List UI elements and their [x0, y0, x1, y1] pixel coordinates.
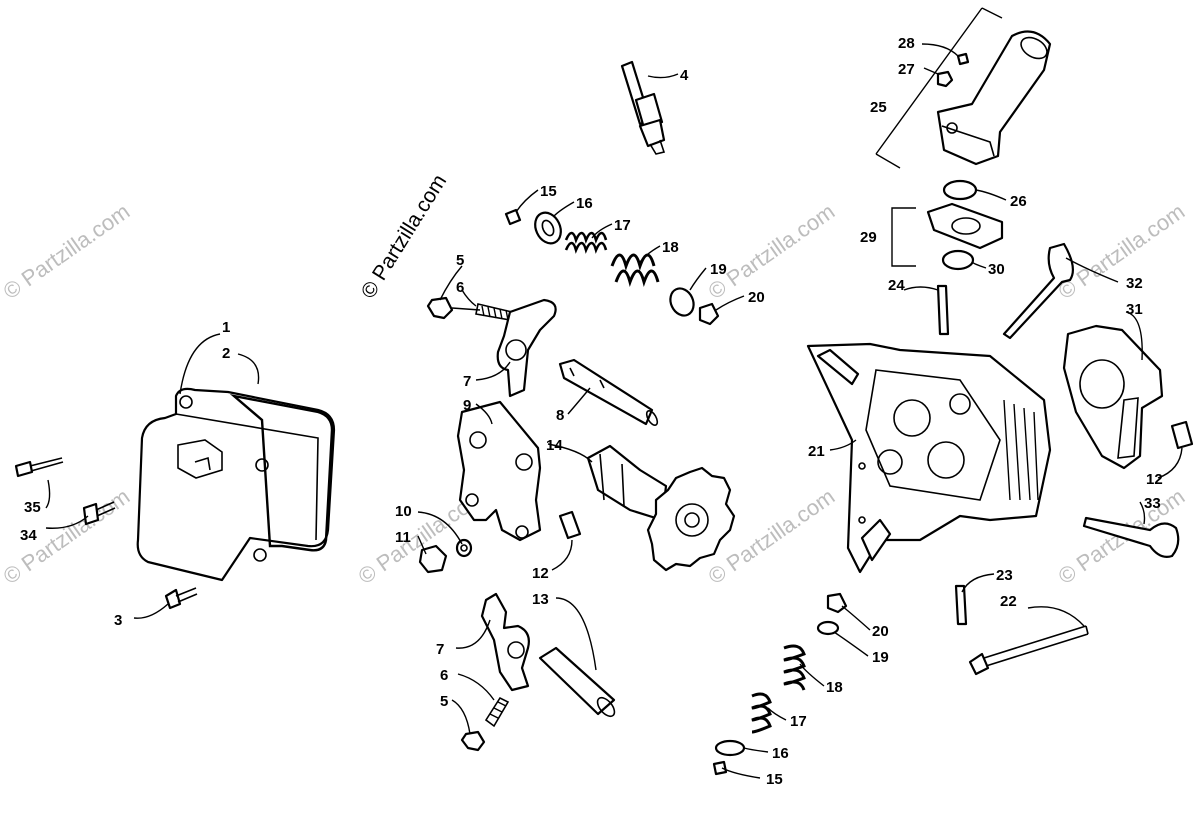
spring-17-lower [751, 692, 772, 734]
cylinder-head-cover [136, 387, 336, 582]
callout-32: 32 [1126, 275, 1143, 292]
callout-16-upper: 16 [576, 195, 593, 212]
callout-26: 26 [1010, 193, 1027, 210]
stud-23 [954, 584, 968, 626]
callout-5-upper: 5 [456, 252, 464, 269]
nut-27 [936, 70, 954, 88]
callout-30: 30 [988, 261, 1005, 278]
adjuster-screw-6-upper [451, 303, 513, 321]
callout-1: 1 [222, 319, 230, 336]
callout-29: 29 [860, 229, 877, 246]
spring-18-upper [610, 253, 660, 287]
bolt-28 [956, 52, 970, 66]
callout-20-upper: 20 [748, 289, 765, 306]
callout-2: 2 [222, 345, 230, 362]
valve-33 [1082, 516, 1180, 558]
watermark-faint: © Partzilla.com [0, 199, 134, 305]
insulator-29 [926, 202, 1004, 250]
bolt-35 [14, 457, 64, 478]
nut-11 [418, 544, 448, 574]
camshaft [586, 444, 736, 572]
keeper-15-lower [712, 760, 728, 776]
spring-18-lower [783, 644, 806, 691]
adjuster-screw-6-lower [484, 696, 510, 728]
callout-35: 35 [24, 499, 41, 516]
callout-7-lower: 7 [436, 641, 444, 658]
retainer-16-lower [714, 739, 746, 757]
callout-24: 24 [888, 277, 905, 294]
callout-19-upper: 19 [710, 261, 727, 278]
rocker-holder [456, 400, 542, 542]
callout-6-upper: 6 [456, 279, 464, 296]
long-bolt-22 [968, 625, 1089, 676]
valve-32 [1002, 242, 1075, 340]
callout-17-upper: 17 [614, 217, 631, 234]
callout-27: 27 [898, 61, 915, 78]
spark-plug [620, 60, 666, 155]
callout-33: 33 [1144, 495, 1161, 512]
callout-18-upper: 18 [662, 239, 679, 256]
watermark-main: © Partzilla.com [357, 170, 451, 302]
cylinder-head [806, 342, 1052, 574]
callout-19-lower: 19 [872, 649, 889, 666]
callout-8: 8 [556, 407, 564, 424]
bracket-25 [875, 7, 1003, 169]
intake-pipe [936, 30, 1052, 166]
callout-14: 14 [546, 437, 563, 454]
leader-lines [45, 43, 1183, 779]
callout-23: 23 [996, 567, 1013, 584]
callout-11: 11 [395, 529, 411, 546]
callout-6-lower: 6 [440, 667, 448, 684]
retainer-16-upper [534, 211, 562, 245]
spring-17-upper [564, 231, 608, 254]
callout-16-lower: 16 [772, 745, 789, 762]
stud-24 [936, 284, 950, 336]
rocker-shaft-8-upper [558, 358, 659, 427]
bolt-3 [164, 587, 198, 610]
callout-3: 3 [114, 612, 122, 629]
callout-15-upper: 15 [540, 183, 557, 200]
seal-20-lower [826, 592, 848, 614]
callout-20-lower: 20 [872, 623, 889, 640]
rocker-shaft-13-lower [538, 646, 616, 718]
o-ring-30 [941, 249, 975, 271]
adjuster-nut-5-upper [426, 296, 454, 320]
callout-10: 10 [395, 503, 412, 520]
callout-13: 13 [532, 591, 549, 608]
callout-18-lower: 18 [826, 679, 843, 696]
callout-21: 21 [808, 443, 825, 460]
callout-7-upper: 7 [463, 373, 471, 390]
rocker-arm-7-lower [480, 592, 530, 692]
cover-gasket [229, 393, 334, 552]
seat-19-lower [816, 620, 840, 636]
callout-34: 34 [20, 527, 37, 544]
watermark-faint: © Partzilla.com [1054, 199, 1190, 305]
bracket-29 [891, 207, 916, 267]
callout-12-center: 12 [532, 565, 549, 582]
rocker-arm-7-upper [496, 298, 557, 398]
washer-10 [455, 538, 473, 558]
callout-numbers: 1 2 3 4 5 6 7 8 9 10 11 12 13 14 15 16 1… [20, 35, 1163, 788]
watermark-faint: © Partzilla.com [704, 199, 840, 305]
dowel-pin-12-center [558, 510, 582, 540]
callout-5-lower: 5 [440, 693, 448, 710]
dowel-pin-12-right [1170, 420, 1194, 450]
head-gasket [1062, 324, 1164, 470]
callout-22: 22 [1000, 593, 1017, 610]
callout-31: 31 [1126, 301, 1143, 318]
callout-12-right: 12 [1146, 471, 1163, 488]
seal-20-upper [698, 302, 720, 326]
callout-9: 9 [463, 397, 471, 414]
callout-15-lower: 15 [766, 771, 783, 788]
seat-19-upper [669, 287, 695, 317]
keeper-15-upper [504, 208, 522, 226]
callout-28: 28 [898, 35, 915, 52]
adjuster-nut-5-lower [460, 730, 486, 752]
callout-4: 4 [680, 67, 689, 84]
callout-17-lower: 17 [790, 713, 807, 730]
o-ring-26 [942, 179, 978, 201]
callout-25: 25 [870, 99, 887, 116]
